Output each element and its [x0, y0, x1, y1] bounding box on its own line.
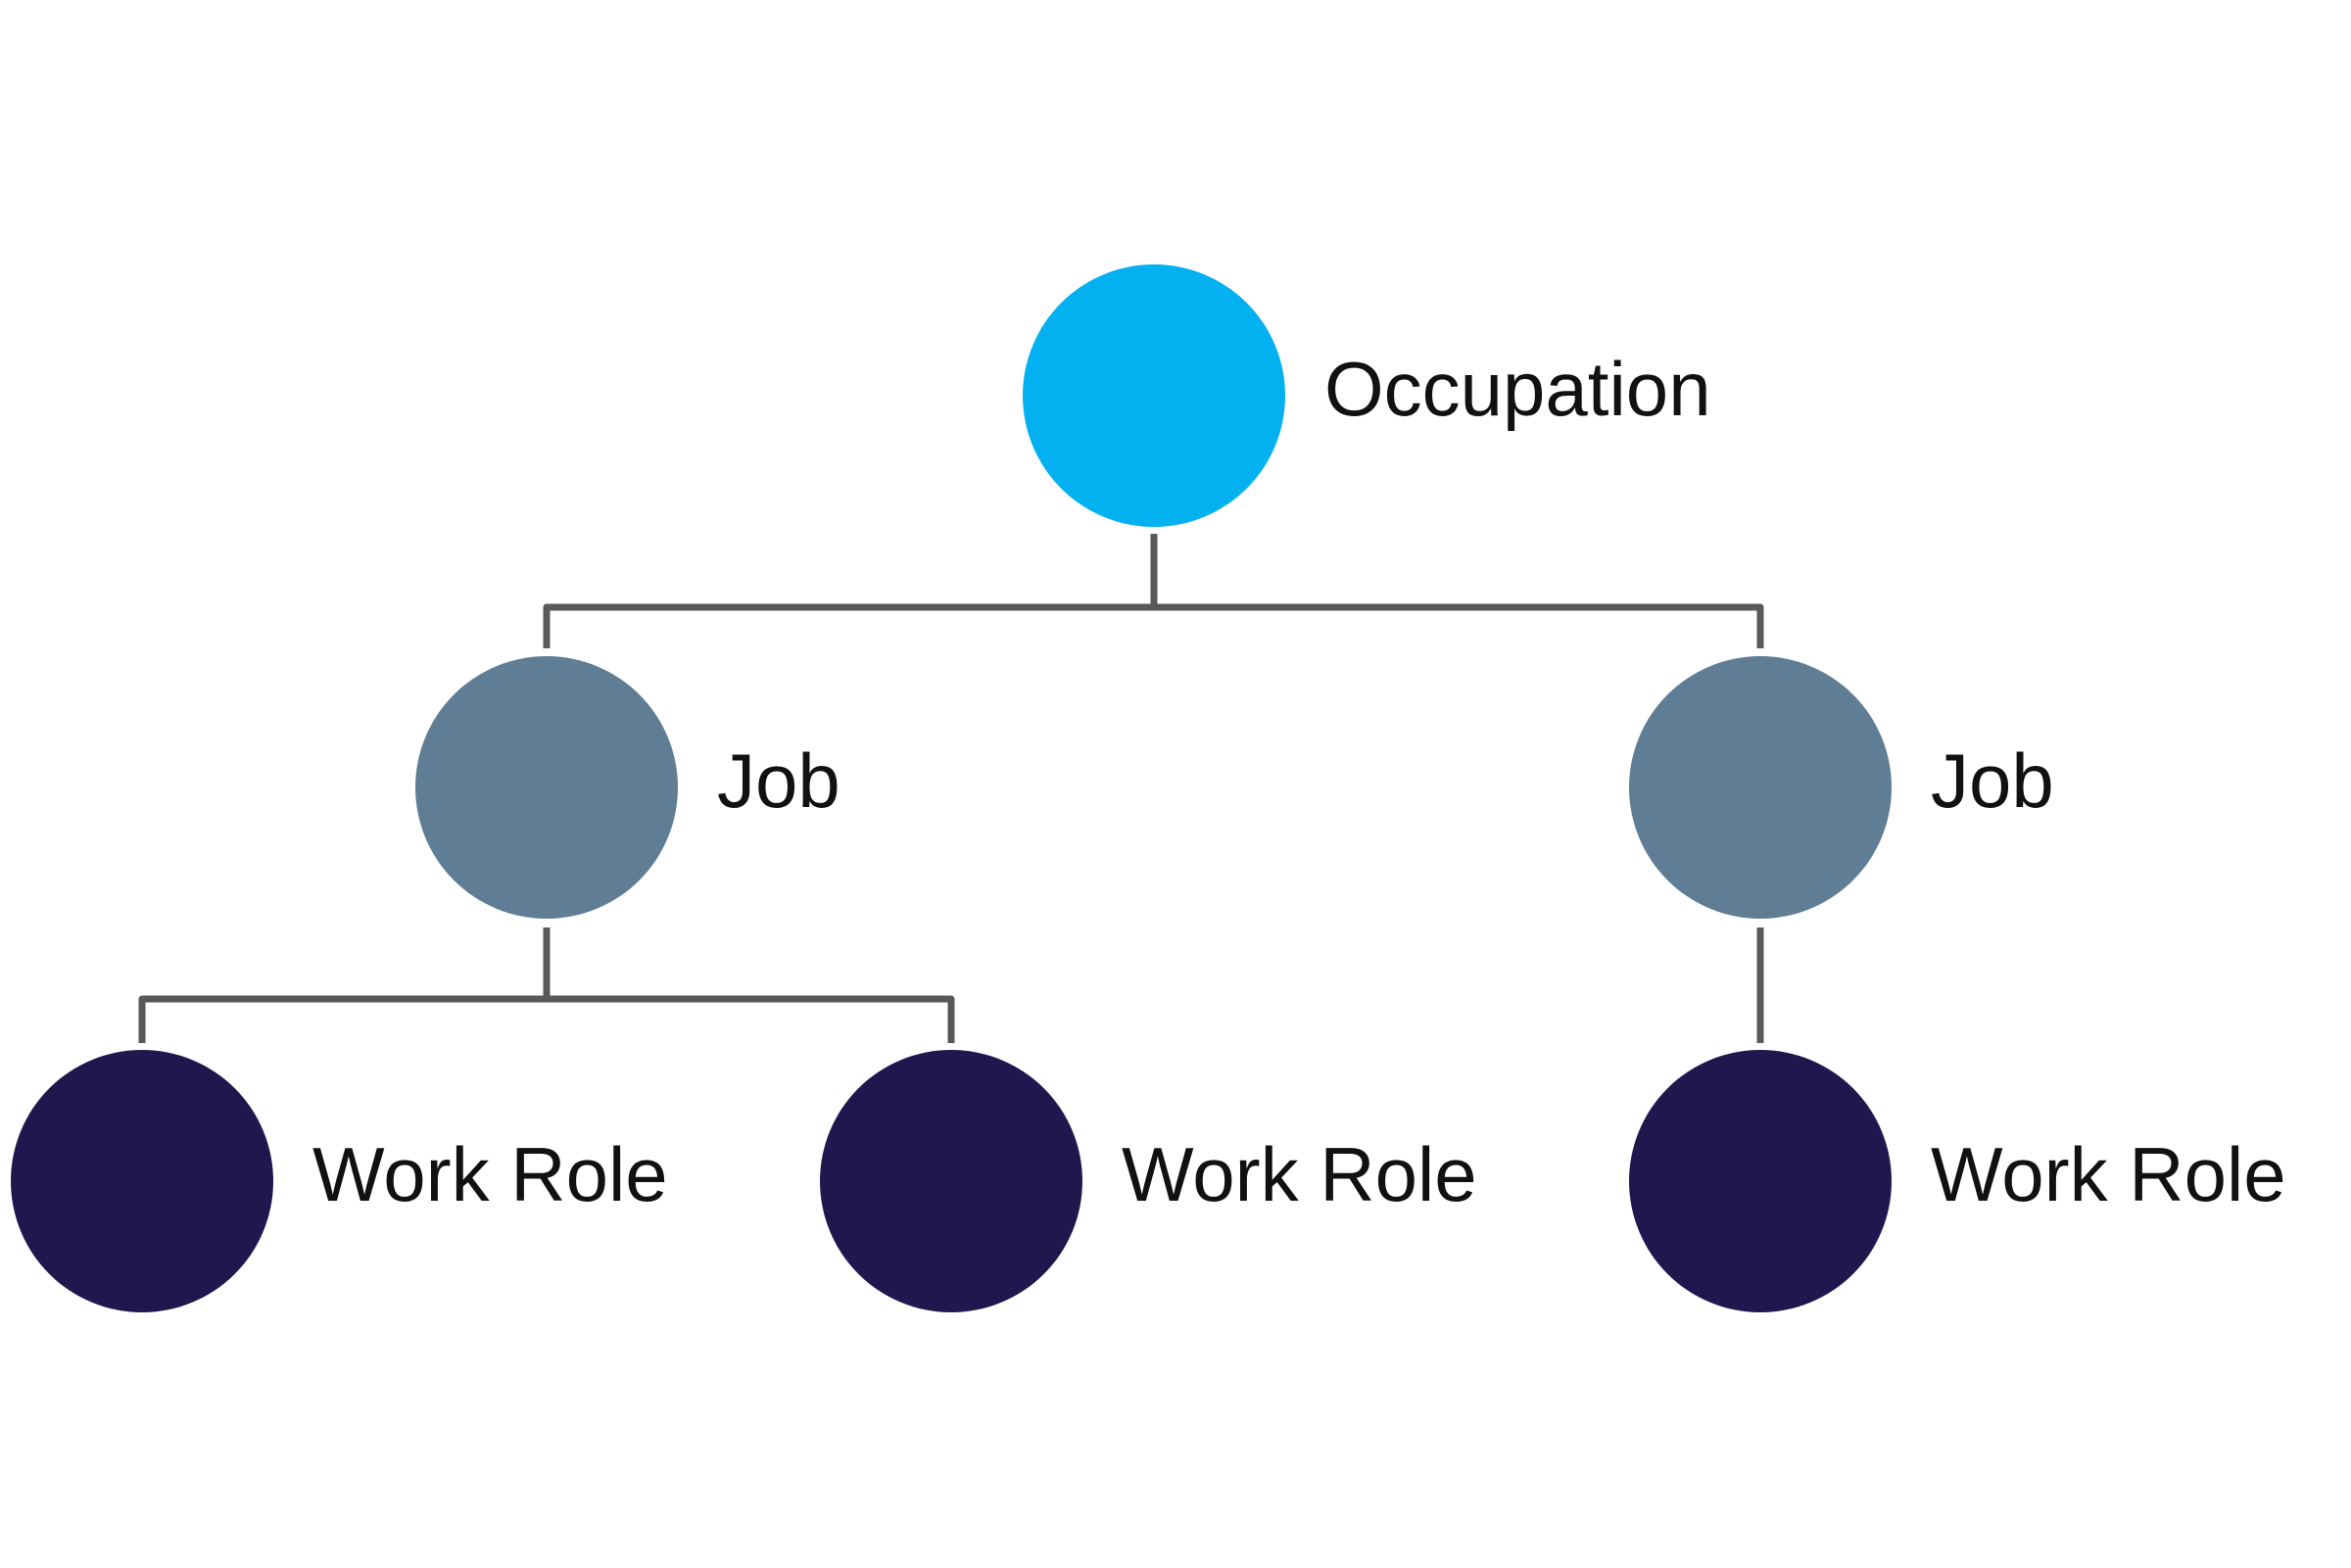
job-node-right: [1629, 656, 1892, 919]
occupation-node: [1023, 264, 1285, 527]
work-role-node-2: [820, 1050, 1082, 1312]
connector-job-left-to-work-roles: [138, 927, 955, 1043]
job-label-right: Job: [1931, 737, 2054, 824]
work-role-node-1: [11, 1050, 273, 1312]
work-role-label-2: Work Role: [1122, 1131, 1477, 1217]
job-node-left: [415, 656, 678, 919]
work-role-node-3: [1629, 1050, 1892, 1312]
occupation-label: Occupation: [1324, 346, 1711, 432]
connector-occupation-to-jobs: [543, 534, 1764, 648]
work-role-label-1: Work Role: [312, 1131, 668, 1217]
job-label-left: Job: [717, 737, 840, 824]
work-role-label-3: Work Role: [1931, 1131, 2286, 1217]
